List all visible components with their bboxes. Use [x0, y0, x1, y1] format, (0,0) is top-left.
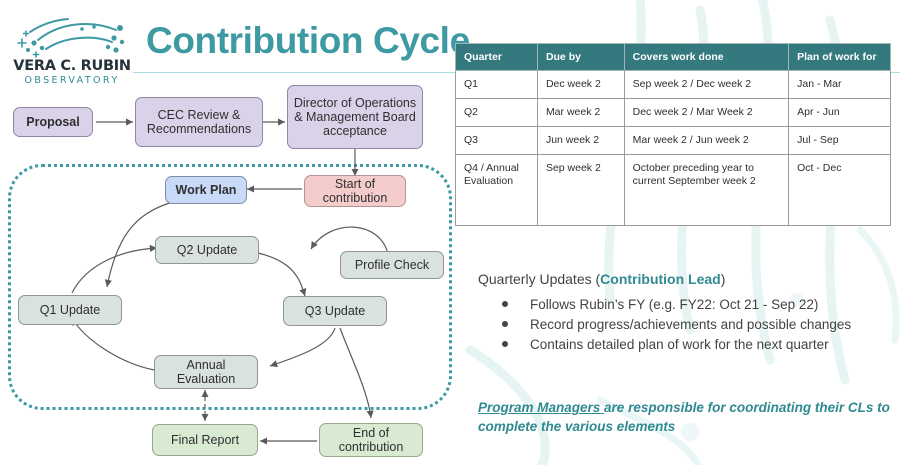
flow-node-end-of-contribution[interactable]: End of contribution	[319, 423, 423, 457]
page-title: Contribution Cycle	[146, 20, 470, 61]
cell-due-by: Dec week 2	[536, 70, 625, 99]
flow-node-q1-update[interactable]: Q1 Update	[18, 295, 122, 325]
cell-plan-of-work-for: Jul - Sep	[788, 126, 891, 155]
bullet-text: Record progress/achievements and possibl…	[530, 317, 852, 332]
bullet-text: Contains detailed plan of work for the n…	[530, 337, 829, 352]
flow-node-q2-update[interactable]: Q2 Update	[155, 236, 259, 264]
quarterly-updates-heading: Quarterly Updates (Contribution Lead)	[478, 271, 725, 287]
heading-prefix: Quarterly Updates (	[478, 271, 601, 287]
flow-node-annual-evaluation[interactable]: Annual Evaluation	[154, 355, 258, 389]
flow-node-start-of-contribution[interactable]: Start of contribution	[304, 175, 406, 207]
table-header-row: Quarter Due by Covers work done Plan of …	[455, 43, 891, 71]
table-header-quarter: Quarter	[455, 43, 538, 71]
table-row: Q1 Dec week 2 Sep week 2 / Dec week 2 Ja…	[455, 70, 891, 99]
quarterly-updates-bullets: Follows Rubin’s FY (e.g. FY22: Oct 21 - …	[494, 295, 894, 355]
table-row: Q4 / Annual Evaluation Sep week 2 Octobe…	[455, 154, 891, 226]
cell-covers-work-done: October preceding year to current Septem…	[623, 154, 790, 226]
flow-node-director-operations[interactable]: Director of Operations & Management Boar…	[287, 85, 423, 149]
cell-due-by: Mar week 2	[536, 98, 625, 127]
heading-suffix: )	[720, 271, 726, 287]
flow-node-work-plan[interactable]: Work Plan	[165, 176, 247, 204]
cell-plan-of-work-for: Apr - Jun	[788, 98, 891, 127]
cell-covers-work-done: Dec week 2 / Mar Week 2	[623, 98, 790, 127]
contribution-schedule-table: Quarter Due by Covers work done Plan of …	[455, 43, 891, 226]
cell-quarter: Q2	[455, 98, 538, 127]
footnote-underlined-text: Program Managers	[478, 400, 605, 415]
cell-quarter: Q1	[455, 70, 538, 99]
table-header-plan-of-work-for: Plan of work for	[788, 43, 891, 71]
cell-quarter: Q3	[455, 126, 538, 155]
bullet-dot-icon	[502, 301, 508, 307]
bullet-dot-icon	[502, 341, 508, 347]
cycle-boundary-region	[8, 164, 452, 410]
logo-text-secondary: OBSERVATORY	[24, 75, 120, 86]
list-item: Record progress/achievements and possibl…	[494, 315, 894, 334]
flow-node-proposal[interactable]: Proposal	[13, 107, 93, 137]
logo-text-primary: VERA C. RUBIN	[13, 58, 131, 74]
footnote-rest-text: are responsible for coordinating their C…	[478, 400, 890, 434]
cell-quarter: Q4 / Annual Evaluation	[455, 154, 538, 226]
flow-node-q3-update[interactable]: Q3 Update	[283, 296, 387, 326]
cell-covers-work-done: Mar week 2 / Jun week 2	[623, 126, 790, 155]
flow-node-cec-review[interactable]: CEC Review & Recommendations	[135, 97, 263, 147]
bullet-dot-icon	[502, 321, 508, 327]
footnote-program-managers: Program Managers are responsible for coo…	[478, 398, 890, 436]
list-item: Contains detailed plan of work for the n…	[494, 335, 894, 354]
table-header-due-by: Due by	[536, 43, 625, 71]
cell-plan-of-work-for: Oct - Dec	[788, 154, 891, 226]
bullet-text: Follows Rubin’s FY (e.g. FY22: Oct 21 - …	[530, 297, 819, 312]
heading-highlight-contribution-lead: Contribution Lead	[600, 271, 721, 287]
rubin-observatory-logo: VERA C. RUBIN OBSERVATORY	[8, 16, 134, 88]
logo-mark-icon	[17, 18, 125, 58]
table-header-covers-work-done: Covers work done	[623, 43, 790, 71]
cell-covers-work-done: Sep week 2 / Dec week 2	[623, 70, 790, 99]
list-item: Follows Rubin’s FY (e.g. FY22: Oct 21 - …	[494, 295, 894, 314]
flow-node-final-report[interactable]: Final Report	[152, 424, 258, 456]
flow-arrows	[71, 118, 389, 445]
cell-due-by: Jun week 2	[536, 126, 625, 155]
cell-due-by: Sep week 2	[536, 154, 625, 226]
flow-node-profile-check[interactable]: Profile Check	[340, 251, 444, 279]
table-row: Q2 Mar week 2 Dec week 2 / Mar Week 2 Ap…	[455, 98, 891, 127]
cell-plan-of-work-for: Jan - Mar	[788, 70, 891, 99]
table-row: Q3 Jun week 2 Mar week 2 / Jun week 2 Ju…	[455, 126, 891, 155]
